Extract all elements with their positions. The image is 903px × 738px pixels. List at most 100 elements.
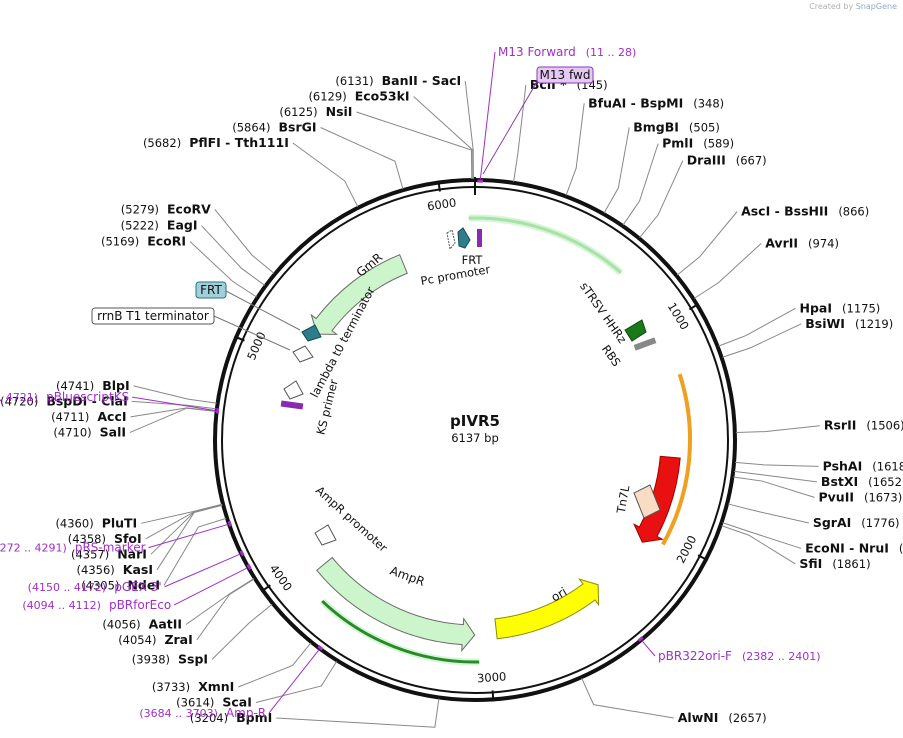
enzyme-label-sgrai: SgrAI(1776) [813, 515, 900, 530]
enzyme-label-bsiwi: BsiWI(1219) [805, 316, 893, 331]
feature-strsv-hhrz [624, 319, 647, 342]
enzyme-position-eagi: (5222) [121, 219, 159, 233]
enzyme-position-bpmi: (3204) [190, 711, 228, 725]
primer-label-amp-r: (3684 .. 3703)Amp-R [139, 706, 266, 720]
tick-label-3000: 3000 [477, 669, 507, 685]
enzyme-name-bfuai-bspmi: BfuAI - BspMI [588, 95, 683, 110]
primer-leader-pbr322ori-f [641, 640, 656, 657]
enzyme-name-sfii: SfiI [799, 556, 822, 571]
enzyme-name-pluti: PluTI [102, 515, 138, 530]
enzyme-label-bstxi: BstXI(1652) [821, 474, 903, 489]
enzyme-name-asci-bsshii: AscI - BssHII [741, 204, 828, 219]
enzyme-position-draiii: (667) [736, 154, 767, 168]
enzyme-leader-alwni [581, 677, 674, 719]
enzyme-label-banii-saci: (6131)BanII - SacI [335, 73, 461, 88]
frt-inner-label: FRT [462, 253, 484, 267]
enzyme-leader-ecorv [214, 209, 275, 274]
enzyme-position-scai: (3614) [176, 696, 214, 710]
feature-mrfp1-arrow [633, 455, 681, 543]
enzyme-leader-sgrai [727, 503, 809, 524]
plasmid-name: pIVR5 [450, 412, 500, 430]
rrnb-leader [213, 315, 291, 351]
ampr-label: AmpR [388, 564, 426, 589]
enzyme-label-alwni: AlwNI(2657) [678, 710, 767, 725]
feature-ks-primer [280, 400, 304, 410]
primer-sites: M13 Forward(11 .. 28)(4705 .. 4721)pBlue… [0, 45, 821, 720]
frt-leader [225, 290, 301, 331]
primer-label-pbrforeco: (4094 .. 4112)pBRforEco [22, 598, 171, 612]
enzyme-name-sspi: SspI [178, 651, 208, 666]
enzyme-label-sspi: (3938)SspI [132, 651, 208, 666]
enzyme-label-nari: (4357)NarI [71, 546, 147, 561]
enzyme-leader-bcli [513, 84, 527, 182]
enzyme-name-draiii: DraIII [687, 153, 726, 168]
enzyme-name-pvuii: PvuII [818, 489, 854, 504]
enzyme-name-bsiwi: BsiWI [805, 316, 845, 331]
primer-name-amp-r: Amp-R [226, 706, 266, 720]
enzyme-leader-blpi [133, 385, 217, 404]
enzyme-leader-pvuii [733, 476, 815, 498]
enzyme-name-eagi: EagI [167, 218, 198, 233]
enzyme-label-bmgbi: BmgBI(505) [633, 119, 720, 134]
enzyme-label-eagi: (5222) EagI [121, 218, 198, 233]
enzyme-name-ecorv: EcoRV [167, 201, 211, 216]
enzyme-leader-pluti [141, 503, 223, 524]
enzyme-name-econi-nrui: EcoNI - NruI [805, 540, 889, 555]
feature-lambda-terminator [283, 380, 304, 400]
enzyme-label-bfuai-bspmi: BfuAI - BspMI(348) [588, 95, 724, 110]
primer-label-prs-marker: (4272 .. 4291)pRS-marker [0, 541, 146, 555]
enzyme-position-bsrgi: (5864) [232, 121, 270, 135]
enzyme-name-ecori: EcoRI [147, 234, 186, 249]
enzyme-name-blpi: BlpI [102, 378, 129, 393]
enzyme-position-rsrii: (1506) [866, 419, 903, 433]
primer-mark-pbr322ori-f [637, 636, 644, 642]
enzyme-position-xmni: (3733) [152, 680, 190, 694]
enzyme-leader-eagi [201, 225, 266, 286]
tick-5000 [233, 335, 245, 342]
enzyme-label-eco53ki: (6129)Eco53kI [308, 89, 409, 104]
enzyme-position-pvuii: (1673) [864, 490, 902, 504]
primer-mark-pbrforeco [246, 563, 252, 570]
enzyme-name-ndei: NdeI [127, 577, 160, 592]
primer-range-pbr322ori-f: (2382 .. 2401) [742, 650, 821, 663]
primer-name-pbluescriptks: pBluescriptKS [46, 390, 129, 404]
primer-label-pbluescriptks: (4705 .. 4721)pBluescriptKS [0, 390, 129, 404]
enzyme-label-ecorv: (5279) EcoRV [121, 201, 211, 216]
primer-leader-m13-forward [479, 51, 496, 180]
tick-6000 [437, 180, 441, 192]
enzyme-label-pshai: PshAI(1618) [823, 458, 903, 473]
enzyme-label-asci-bsshii: AscI - BssHII(866) [741, 204, 869, 219]
feature-ampr-arrow [316, 556, 476, 653]
enzyme-leader-eco53ki [413, 96, 474, 180]
enzyme-leader-econi-nrui [722, 522, 802, 549]
enzyme-label-acci: (4711)AccI [51, 409, 126, 424]
enzyme-position-pshai: (1618) [872, 459, 903, 473]
primer-mark-pbluescriptks [215, 408, 220, 414]
enzyme-label-pflfi-tth111i: (5682)PflFI - Tth111I [143, 135, 289, 150]
enzyme-position-bspdi-clai: (4720) [0, 394, 38, 408]
tick-4000 [260, 584, 271, 593]
enzyme-leader-banii-saci [464, 80, 474, 180]
enzyme-label-pluti: (4360)PluTI [55, 515, 137, 530]
primer-mark-prs-marker [227, 520, 233, 527]
strand-arc-green-top-bg [468, 214, 624, 276]
enzyme-leader-bmgbi [603, 127, 630, 214]
enzyme-leader-bfuai-bspmi [565, 103, 585, 196]
primer-range-pbrforeco: (4094 .. 4112) [22, 599, 101, 612]
enzyme-position-aatii: (4056) [102, 618, 140, 632]
primer-leader-pgex-3 [164, 553, 241, 588]
enzyme-position-ecorv: (5279) [121, 202, 159, 216]
feature-tn7l [633, 484, 661, 519]
frt-callout: FRT [195, 281, 301, 331]
enzyme-name-bspdi-clai: BspDI - ClaI [46, 393, 127, 408]
enzyme-sites: BclI *(145)BfuAI - BspMI(348)BmgBI(505)P… [0, 73, 903, 728]
enzyme-position-nari: (4357) [71, 547, 109, 561]
enzyme-position-hpai: (1175) [842, 301, 880, 315]
enzyme-name-sgrai: SgrAI [813, 515, 851, 530]
tick-1000 [688, 302, 700, 311]
enzyme-label-zrai: (4054)ZraI [118, 632, 193, 647]
enzyme-name-avrii: AvrII [765, 235, 798, 250]
enzyme-name-sali: SalI [100, 424, 126, 439]
enzyme-leader-sspi [211, 603, 273, 660]
tick-label-2000: 2000 [674, 533, 700, 565]
